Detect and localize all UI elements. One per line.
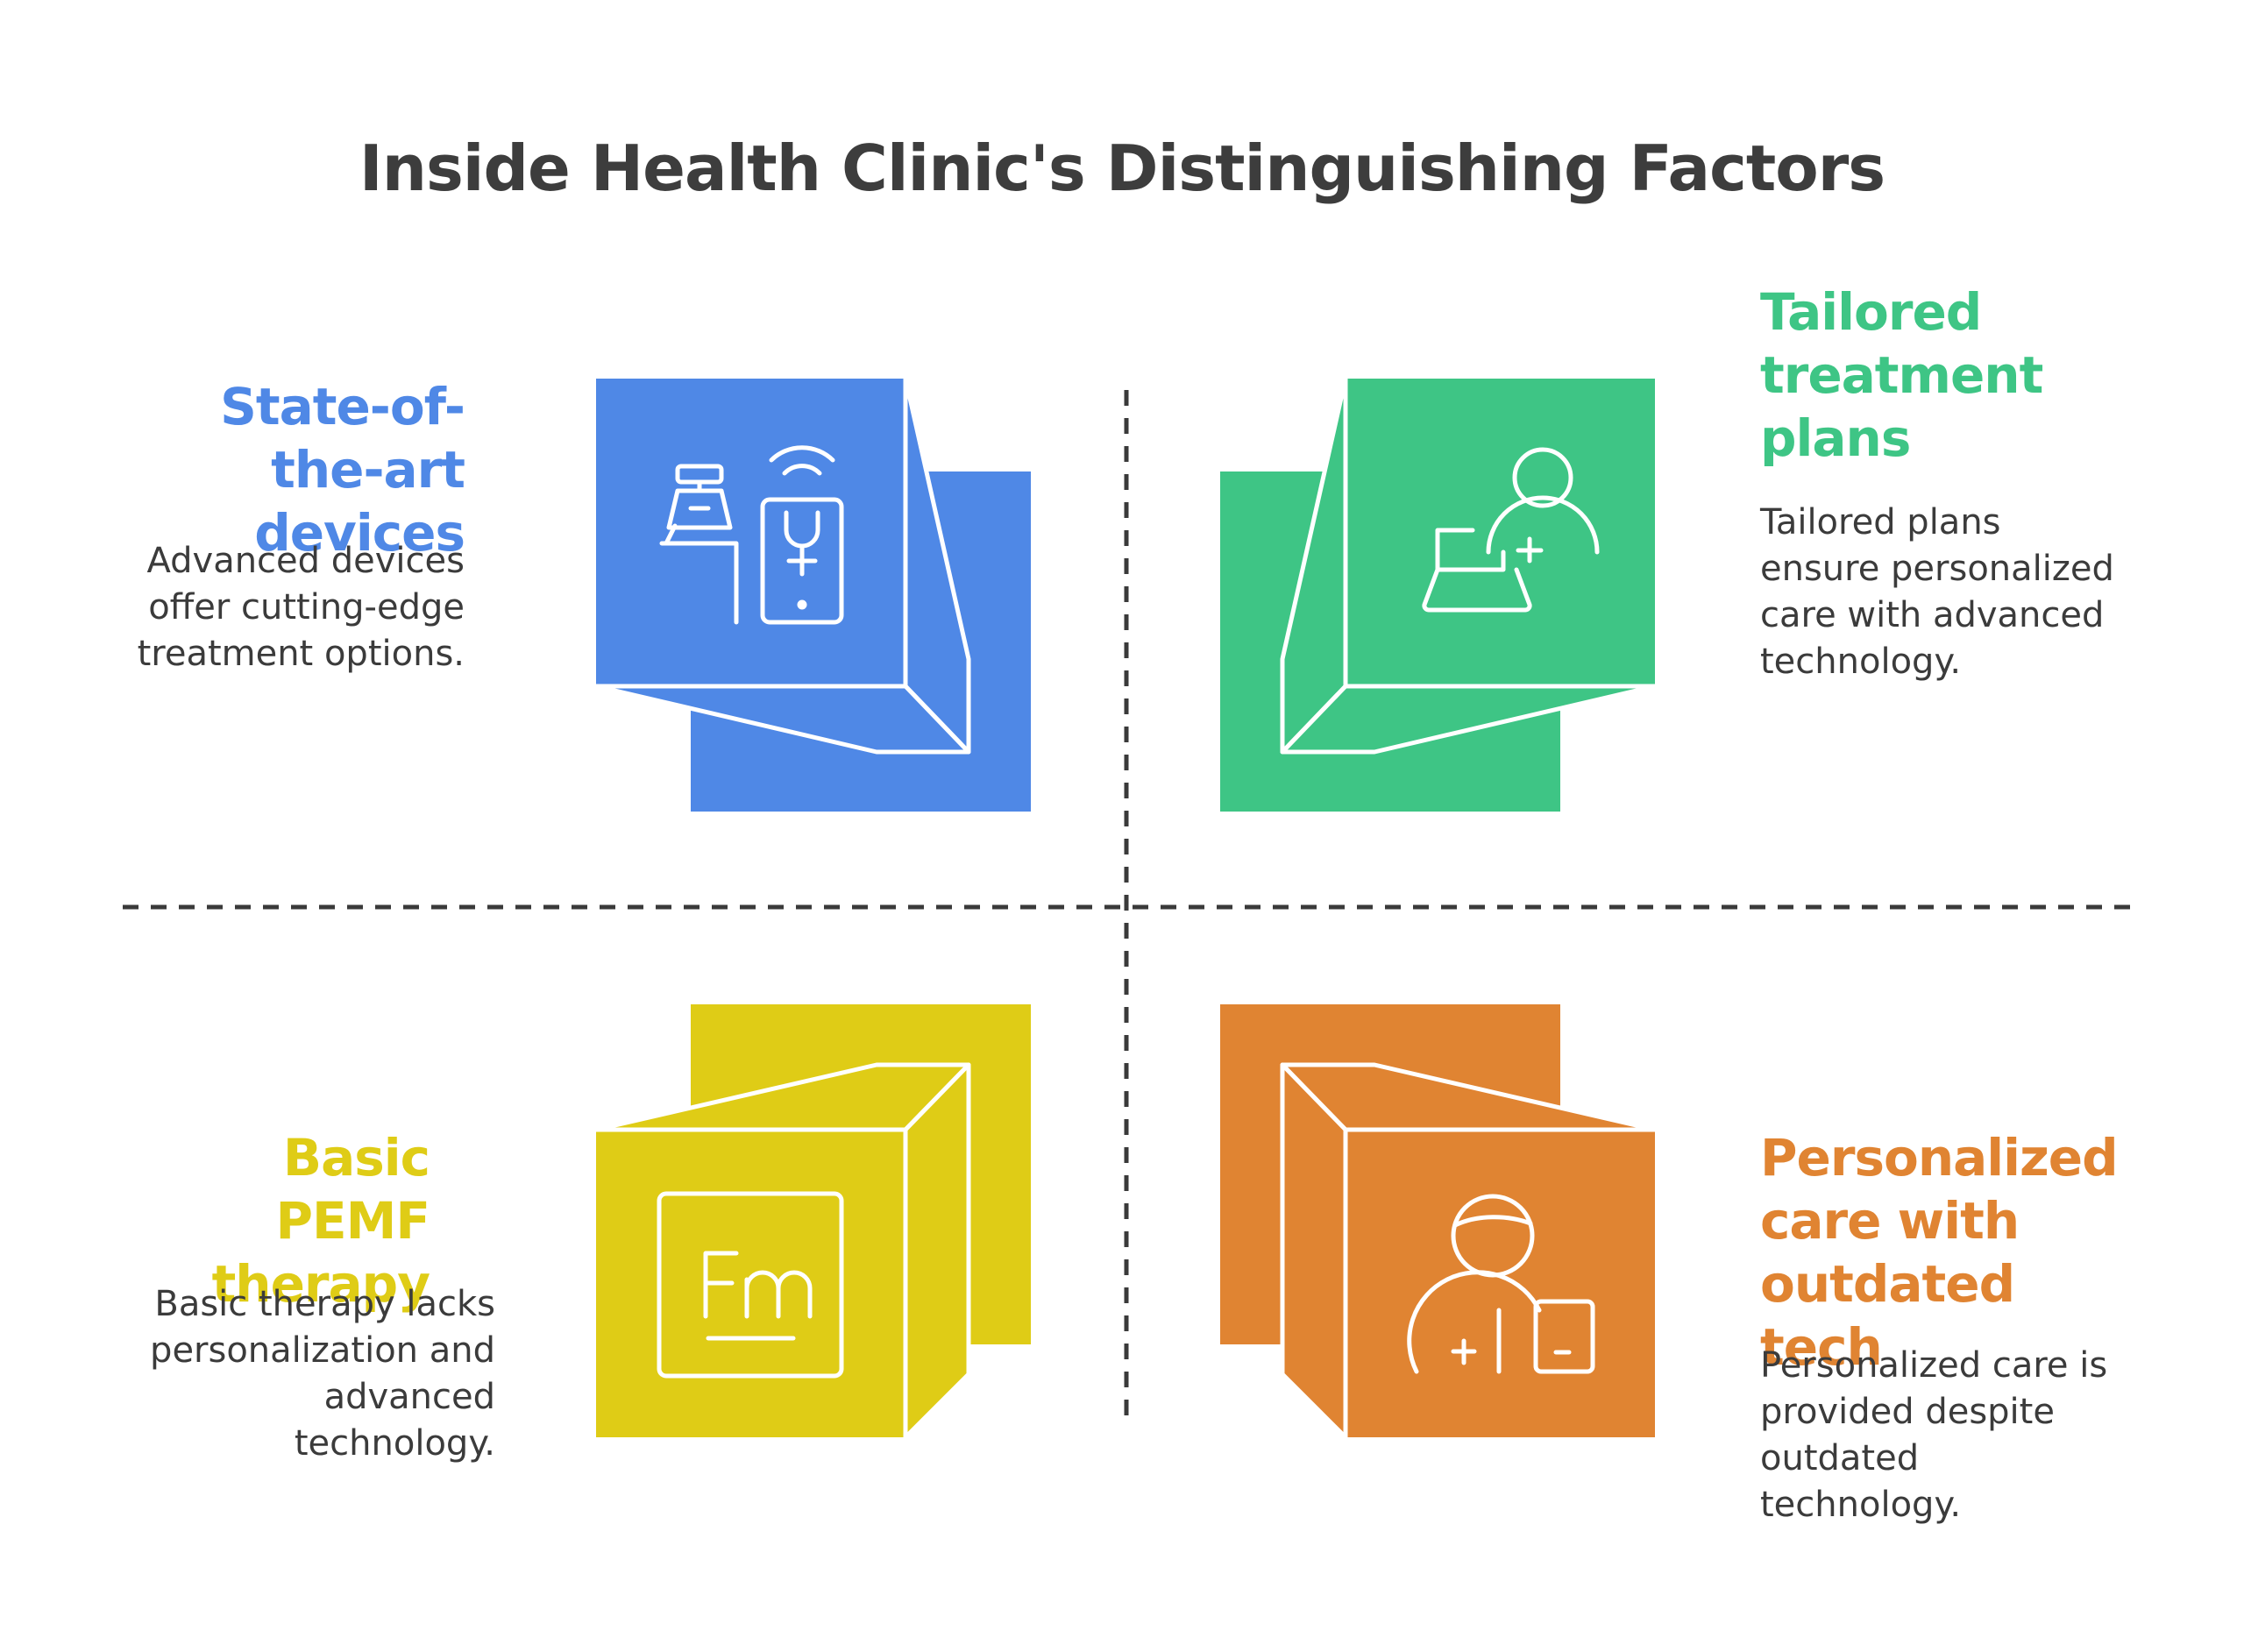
state-of-the-art-heading: State-of-the-art devices bbox=[220, 377, 465, 563]
quadrant-dividers bbox=[123, 390, 2139, 1424]
blue-block bbox=[593, 376, 1031, 812]
tailored-plans-description: Tailored plans ensure personalized care … bbox=[1760, 502, 2114, 682]
basic-pemf-heading: Basic PEMF therapy bbox=[211, 1128, 430, 1314]
diagram-title: Inside Health Clinic's Distinguishing Fa… bbox=[359, 131, 1885, 205]
personalized-care-description: Personalized care is provided despite ou… bbox=[1760, 1345, 2108, 1525]
patient-device-icon bbox=[1407, 1194, 1595, 1374]
state-of-the-art-description: Advanced devices offer cutting-edge trea… bbox=[137, 541, 465, 674]
orange-block bbox=[1220, 1004, 1658, 1440]
tailored-plans-heading: Tailored treatment plans bbox=[1760, 282, 2043, 468]
green-block bbox=[1220, 376, 1658, 812]
personalized-care-heading: Personalized care with outdated tech bbox=[1760, 1128, 2119, 1377]
doctor-laptop-icon bbox=[1422, 447, 1600, 613]
basic-pemf-description: Basic therapy lacks personalization and … bbox=[150, 1284, 495, 1464]
fermium-element-icon bbox=[657, 1191, 844, 1379]
medical-device-smartphone-icon bbox=[659, 445, 844, 625]
